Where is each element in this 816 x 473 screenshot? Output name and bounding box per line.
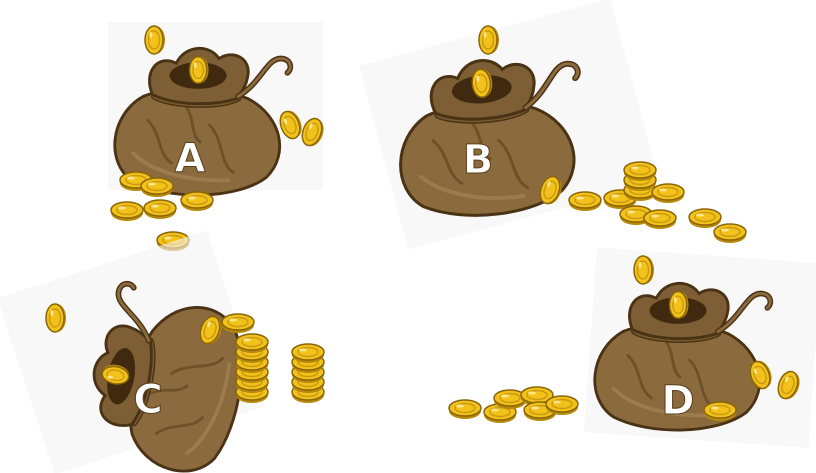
- option-c-label: C: [133, 377, 162, 423]
- option-a-label: A: [175, 136, 206, 182]
- option-d-panel[interactable]: D: [448, 247, 816, 448]
- coin-stack-icon: [235, 333, 325, 404]
- option-a-panel[interactable]: A: [108, 22, 328, 252]
- gold-coin-icon: [478, 25, 500, 55]
- option-d-label: D: [661, 378, 694, 424]
- option-b-panel[interactable]: B: [359, 0, 747, 250]
- option-b-label: B: [463, 137, 494, 183]
- coin-stack-icon: [448, 386, 579, 424]
- option-c-panel[interactable]: C: [0, 230, 325, 473]
